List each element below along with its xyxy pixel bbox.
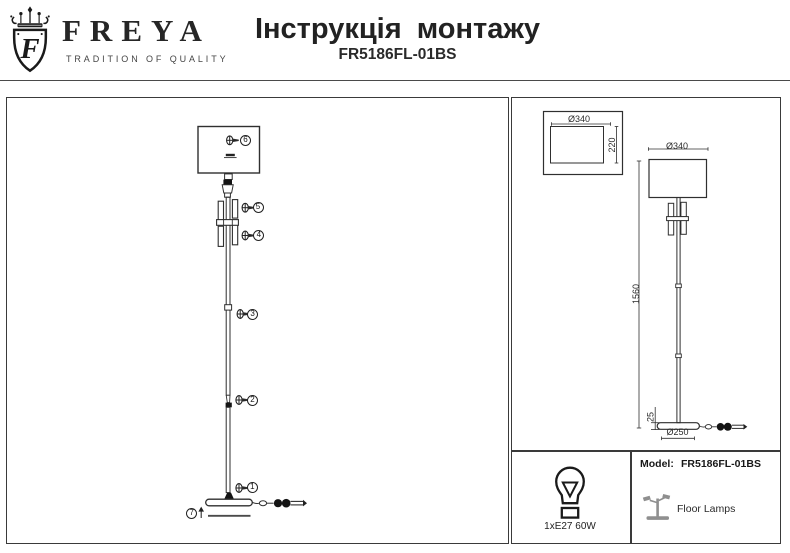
dim-top-view-diameter: Ø340 bbox=[567, 113, 591, 124]
dim-base-height: 25 bbox=[645, 412, 655, 423]
plug-icon bbox=[273, 499, 283, 508]
freya-logo: F bbox=[6, 3, 54, 77]
callout-4: 4 bbox=[253, 229, 265, 241]
category-label: Floor Lamps bbox=[677, 503, 736, 515]
brand-tagline: TRADITION OF QUALITY bbox=[66, 54, 229, 64]
socket-cup bbox=[221, 184, 234, 194]
shade-bracket bbox=[225, 153, 235, 157]
lamp-front-view bbox=[636, 147, 748, 441]
deco-tube bbox=[231, 199, 239, 219]
shade-top-view bbox=[542, 110, 624, 176]
assembly-diagram-panel bbox=[6, 97, 509, 544]
bulb-icon bbox=[555, 466, 585, 519]
base-joint bbox=[224, 492, 234, 500]
page-title-model: FR5186FL-01BS bbox=[338, 46, 457, 63]
tube-crossbar bbox=[216, 219, 239, 226]
logo-letter: F bbox=[19, 33, 39, 65]
dimensions-panel bbox=[511, 97, 781, 544]
brand-name: FREYA bbox=[62, 13, 211, 48]
deco-tube bbox=[217, 200, 225, 222]
shade-front bbox=[648, 158, 708, 199]
screw-icon bbox=[235, 395, 249, 405]
arrow-up-icon bbox=[198, 506, 204, 512]
callout-7: 7 bbox=[186, 507, 198, 519]
model-label: Model: bbox=[640, 458, 674, 470]
shade-outline bbox=[197, 125, 261, 174]
specs-divider-horizontal bbox=[511, 450, 781, 452]
callout-3: 3 bbox=[247, 308, 259, 320]
dim-top-view-depth: 220 bbox=[607, 136, 617, 153]
cord-switch bbox=[258, 500, 268, 507]
pole-connector bbox=[224, 304, 233, 311]
pole-nut bbox=[225, 402, 232, 408]
pole-lower bbox=[225, 406, 231, 494]
dim-lamp-height: 1560 bbox=[630, 283, 641, 305]
callout-2: 2 bbox=[247, 395, 258, 407]
callout-5: 5 bbox=[252, 202, 264, 214]
dimension-lines bbox=[551, 122, 619, 164]
dim-base-diameter: Ø250 bbox=[666, 427, 689, 437]
specs-divider-vertical bbox=[630, 451, 632, 544]
model-value: FR5186FL-01BS bbox=[681, 458, 761, 470]
screw-icon bbox=[235, 483, 249, 493]
socket-cap bbox=[223, 179, 232, 185]
header-divider bbox=[0, 80, 790, 82]
finial bbox=[224, 173, 233, 180]
base-outline bbox=[205, 498, 253, 507]
page-title: Інструкція монтажу bbox=[254, 13, 541, 45]
screw-icon bbox=[226, 135, 239, 146]
bulb-spec: 1xE27 60W bbox=[544, 521, 596, 532]
deco-tube bbox=[217, 225, 225, 247]
pole-upper bbox=[225, 196, 231, 396]
deco-tube bbox=[231, 224, 239, 246]
callout-6: 6 bbox=[240, 134, 251, 146]
freya-crest-icon: F bbox=[10, 6, 50, 73]
dimension-lines bbox=[636, 147, 709, 441]
dim-shade-diameter: Ø340 bbox=[665, 140, 689, 151]
exploded-lamp-drawing bbox=[197, 125, 307, 518]
floor-lamp-icon bbox=[642, 494, 671, 520]
screw-icon bbox=[241, 230, 255, 241]
callout-1: 1 bbox=[246, 482, 258, 494]
power-cord bbox=[252, 501, 260, 504]
pole-front bbox=[676, 197, 681, 424]
